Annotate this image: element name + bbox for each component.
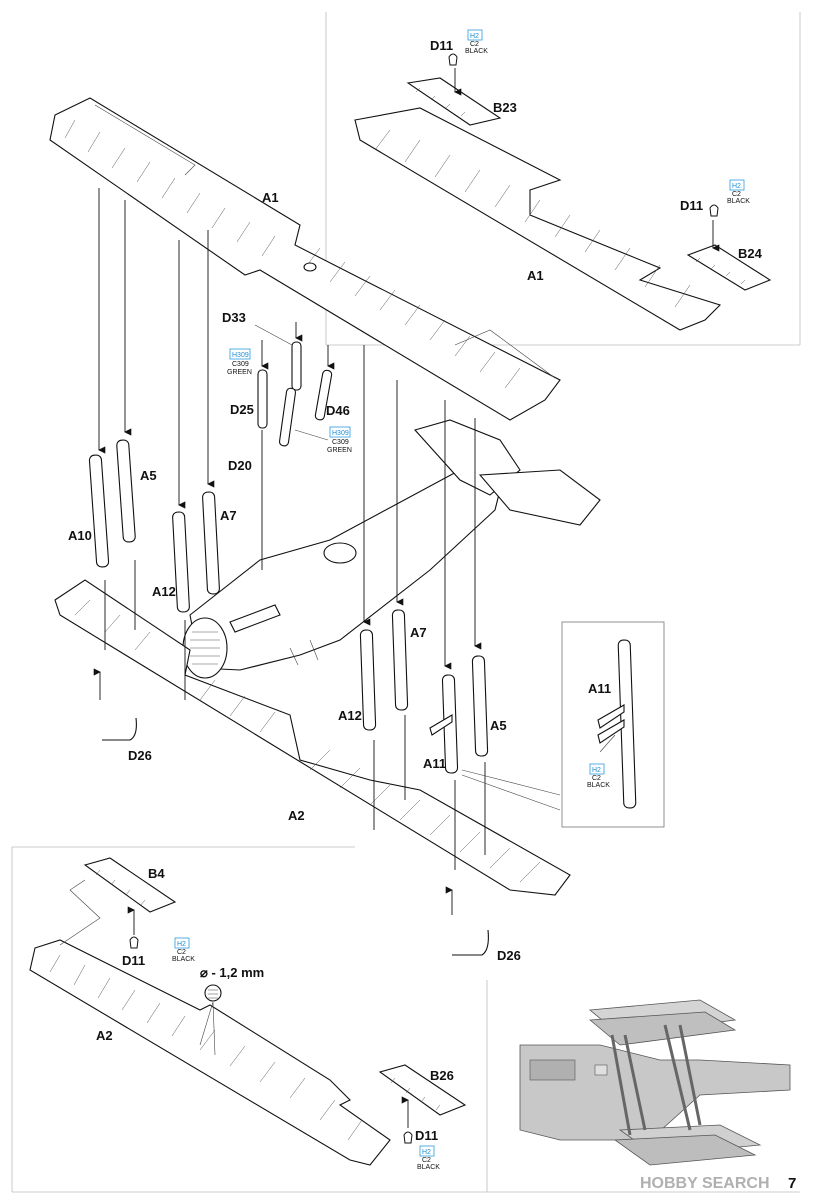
label-a1-main: A1 — [262, 190, 279, 205]
label-b23: B23 — [493, 100, 517, 115]
aileron-b4 — [83, 857, 177, 913]
strut-a12-right — [359, 629, 377, 731]
svg-text:H2: H2 — [592, 767, 601, 774]
paint-code-black-5: H2 C2 BLACK — [417, 1145, 440, 1171]
label-a1-top: A1 — [527, 268, 544, 283]
svg-text:H2: H2 — [177, 941, 186, 948]
drill-size-label: ⌀ - 1,2 mm — [200, 965, 264, 980]
svg-text:H2: H2 — [422, 1149, 431, 1156]
aileron-b23 — [406, 77, 502, 126]
label-b26: B26 — [430, 1068, 454, 1083]
paint-code-black-1: H2 C2 BLACK — [465, 29, 488, 55]
paint-code-black-3: H2 C2 BLACK — [587, 763, 610, 789]
svg-text:H2: H2 — [470, 33, 479, 40]
strut-a5-left — [116, 439, 136, 543]
svg-text:BLACK: BLACK — [727, 198, 750, 205]
strut-a7-right — [391, 609, 409, 711]
paint-code-black-4: H2 C2 BLACK — [172, 937, 195, 963]
label-a11-detail: A11 — [588, 681, 611, 696]
strut-a5-right — [471, 655, 489, 757]
label-b24: B24 — [738, 246, 763, 261]
svg-text:BLACK: BLACK — [172, 956, 195, 963]
svg-text:GREEN: GREEN — [327, 447, 352, 454]
label-a12-left: A12 — [152, 584, 176, 599]
label-d46: D46 — [326, 403, 350, 418]
svg-text:C2: C2 — [732, 191, 741, 198]
drill-icon — [204, 984, 222, 1002]
tail-plane — [478, 469, 601, 526]
label-a10: A10 — [68, 528, 92, 543]
strut-d46 — [314, 369, 333, 421]
svg-text:BLACK: BLACK — [465, 48, 488, 55]
label-d11-top1: D11 — [430, 38, 453, 53]
svg-text:C309: C309 — [332, 439, 349, 446]
fuselage — [182, 419, 601, 679]
svg-text:H309: H309 — [332, 430, 349, 437]
struts-left: A10 A5 A7 A12 — [68, 188, 237, 700]
svg-text:C309: C309 — [232, 361, 249, 368]
label-a2-main: A2 — [288, 808, 305, 823]
paint-code-green-1: H309 C309 GREEN — [227, 348, 252, 376]
label-a2-bottom: A2 — [96, 1028, 113, 1043]
svg-text:C2: C2 — [422, 1157, 431, 1164]
struts-right: A12 A7 A11 A5 — [338, 345, 561, 870]
label-d11-bottom2: D11 — [415, 1128, 438, 1143]
cockpit — [323, 542, 357, 564]
paint-code-green-2: H309 C309 GREEN — [327, 426, 352, 454]
lower-wing-a2: A2 — [54, 579, 571, 896]
a11-detail: A11 H2 C2 BLACK — [561, 621, 665, 828]
skids-d26: D26 D26 — [93, 668, 521, 963]
strut-d33 — [291, 341, 302, 391]
aileron-b26 — [378, 1064, 467, 1116]
strut-d25 — [257, 369, 268, 429]
svg-text:H309: H309 — [232, 352, 249, 359]
strut-a7-left — [202, 491, 220, 595]
strut-a10 — [88, 454, 110, 568]
strut-a12-left — [172, 511, 190, 613]
label-d20: D20 — [228, 458, 252, 473]
label-a5-right: A5 — [490, 718, 507, 733]
svg-text:BLACK: BLACK — [417, 1164, 440, 1171]
label-d11-bottom1: D11 — [122, 953, 145, 968]
svg-text:H2: H2 — [732, 183, 741, 190]
upper-wing-a1: A1 — [49, 97, 561, 421]
label-d33: D33 — [222, 310, 246, 325]
svg-text:BLACK: BLACK — [587, 782, 610, 789]
svg-text:C2: C2 — [470, 41, 479, 48]
label-b4: B4 — [148, 866, 165, 881]
svg-text:GREEN: GREEN — [227, 369, 252, 376]
label-d11-top2: D11 — [680, 198, 703, 213]
aileron-b24 — [686, 244, 772, 291]
label-d26-right: D26 — [497, 948, 521, 963]
label-a5-left: A5 — [140, 468, 157, 483]
top-right-wing-view: D11 B23 D11 B24 A1 H2 C2 BLACK H2 C2 BLA… — [354, 29, 772, 331]
label-a7-right: A7 — [410, 625, 427, 640]
assembled-render — [519, 999, 791, 1166]
label-d25: D25 — [230, 402, 254, 417]
svg-text:C2: C2 — [177, 949, 186, 956]
label-d26-left: D26 — [128, 748, 152, 763]
watermark: HOBBY SEARCH — [640, 1175, 770, 1192]
label-a11: A11 — [423, 756, 446, 771]
page-number: 7 — [788, 1175, 796, 1192]
label-a7-left: A7 — [220, 508, 237, 523]
svg-text:C2: C2 — [592, 775, 601, 782]
bottom-left-wing-view: B4 D11 A2 B26 D11 ⌀ - 1,2 mm H2 C2 BLACK… — [29, 857, 467, 1171]
paint-code-black-2: H2 C2 BLACK — [727, 179, 750, 205]
label-a12-right: A12 — [338, 708, 362, 723]
cabane-struts: D33 D25 D46 D20 H309 C309 GREEN H309 C30… — [222, 310, 352, 570]
strut-d20 — [278, 387, 297, 447]
